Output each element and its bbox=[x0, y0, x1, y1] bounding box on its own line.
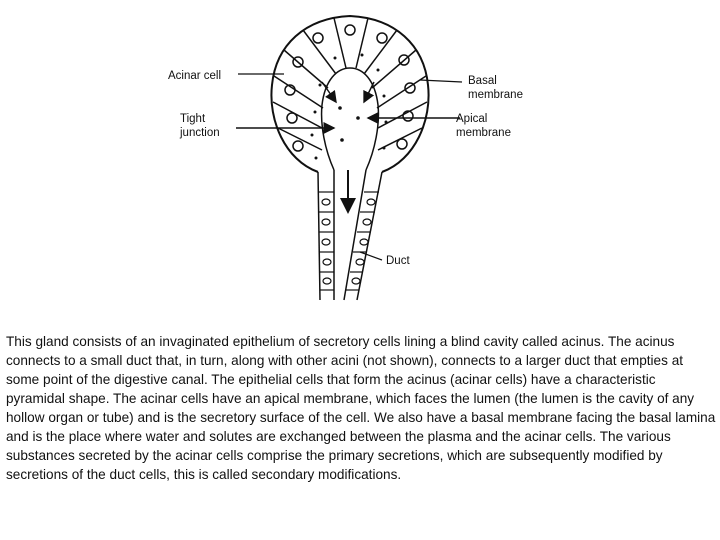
nucleus bbox=[402, 110, 414, 122]
nucleus bbox=[344, 24, 356, 36]
lumen-outline bbox=[320, 67, 380, 171]
duct-outer-right bbox=[356, 171, 383, 301]
nucleus bbox=[312, 32, 324, 44]
cell-boundary bbox=[376, 75, 427, 109]
duct-nucleus bbox=[321, 198, 331, 206]
cell-boundary bbox=[273, 75, 324, 109]
duct-nucleus bbox=[351, 277, 361, 285]
duct-nucleus bbox=[362, 218, 372, 226]
secretory-granules bbox=[310, 53, 388, 160]
granule bbox=[376, 68, 380, 72]
granule bbox=[384, 120, 388, 124]
granule bbox=[313, 110, 317, 114]
granule bbox=[338, 106, 342, 110]
cell-nuclei bbox=[284, 24, 416, 152]
lumen-arrow-left bbox=[321, 81, 337, 104]
basal-membrane-label-2: membrane bbox=[468, 89, 523, 101]
duct-nucleus bbox=[322, 277, 332, 285]
tight-junction-label-1: Tight bbox=[180, 113, 206, 125]
nucleus bbox=[284, 84, 296, 96]
description-text: This gland consists of an invaginated ep… bbox=[6, 334, 716, 482]
lumen-arrow-right bbox=[363, 81, 375, 104]
cell-boundary bbox=[283, 49, 329, 89]
cell-boundary bbox=[302, 29, 337, 75]
granule bbox=[314, 156, 318, 160]
apical-membrane-label-1: Apical bbox=[456, 113, 487, 125]
basal-membrane-label-1: Basal bbox=[468, 75, 497, 87]
duct-inner-right bbox=[343, 169, 367, 301]
duct-nucleus bbox=[321, 218, 331, 226]
granule bbox=[340, 138, 344, 142]
nucleus bbox=[396, 138, 408, 150]
nucleus bbox=[376, 32, 388, 44]
acinus-diagram: Acinar cell Tight junction Basal membran… bbox=[168, 14, 523, 301]
duct-outer-left bbox=[317, 171, 321, 301]
cell-boundary bbox=[333, 17, 347, 69]
apical-membrane-label-2: membrane bbox=[456, 127, 511, 139]
duct bbox=[317, 169, 383, 301]
nucleus bbox=[398, 54, 410, 66]
nucleus bbox=[404, 82, 416, 94]
duct-nucleus bbox=[366, 198, 376, 206]
duct-nucleus bbox=[321, 238, 331, 246]
granule bbox=[333, 56, 337, 60]
cell-boundary bbox=[371, 49, 417, 89]
granule bbox=[382, 146, 386, 150]
acinar-cells bbox=[272, 17, 428, 151]
tight-junction-label-2: junction bbox=[179, 127, 220, 139]
granule bbox=[382, 94, 386, 98]
cell-boundary bbox=[355, 17, 369, 69]
duct-nucleus bbox=[359, 238, 369, 246]
granule bbox=[356, 116, 360, 120]
nucleus bbox=[292, 140, 304, 152]
cell-boundary bbox=[272, 101, 323, 129]
duct-label: Duct bbox=[386, 255, 410, 267]
acinar-cell-label: Acinar cell bbox=[168, 70, 221, 82]
granule bbox=[360, 53, 364, 57]
granule bbox=[318, 83, 322, 87]
basal-membrane-pointer bbox=[419, 79, 463, 83]
acinus-outline bbox=[270, 14, 430, 173]
duct-pointer bbox=[359, 251, 383, 261]
cell-boundary bbox=[363, 29, 398, 75]
nucleus bbox=[286, 112, 298, 124]
granule bbox=[310, 133, 314, 137]
duct-nucleus bbox=[322, 258, 332, 266]
nucleus bbox=[292, 56, 304, 68]
duct-nucleus bbox=[355, 258, 365, 266]
cell-boundary bbox=[277, 127, 323, 151]
